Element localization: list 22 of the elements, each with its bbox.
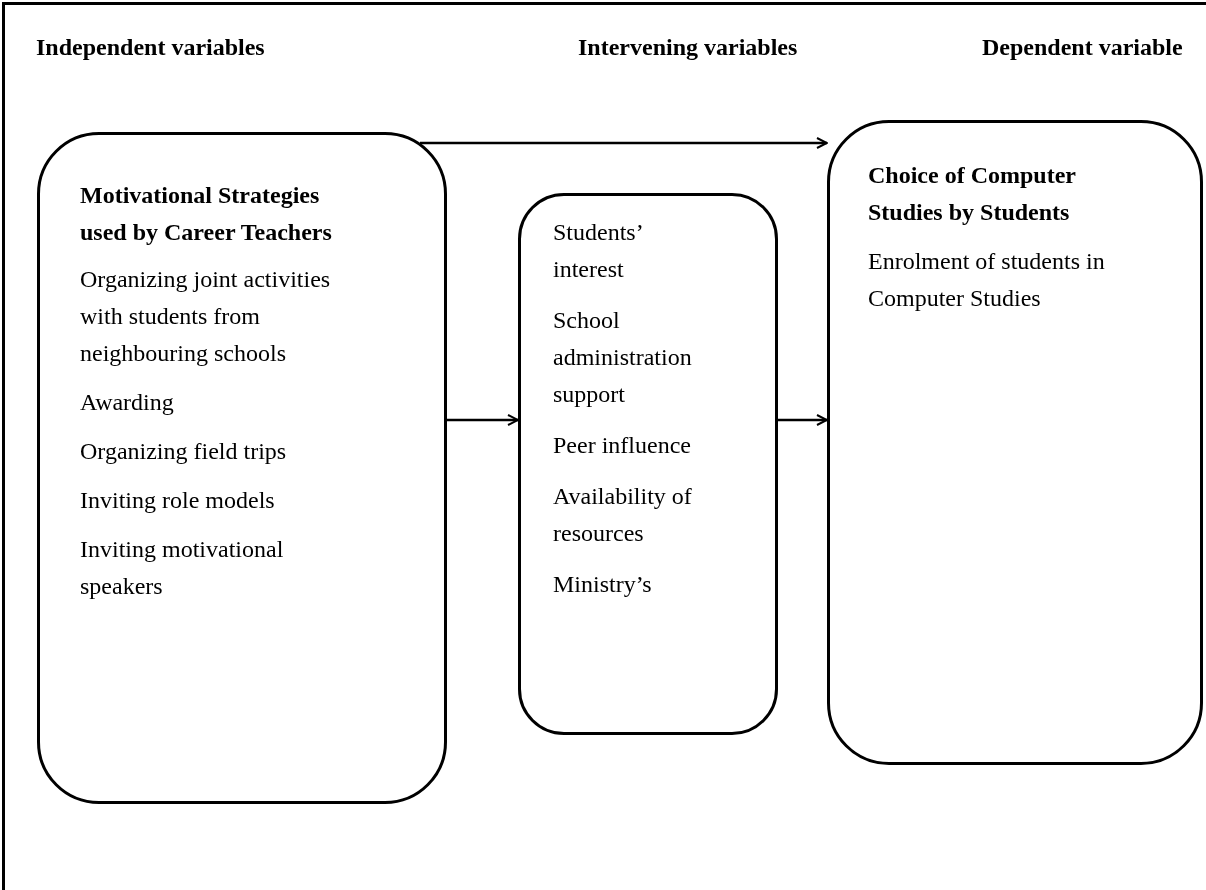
arrow	[447, 414, 519, 426]
rounded-box	[518, 193, 778, 735]
arrow	[420, 137, 828, 149]
column-heading: Independent variables	[36, 34, 265, 61]
box-text: Peer influence	[553, 431, 692, 460]
box-text: Availability of resources	[553, 482, 693, 548]
column-heading: Dependent variable	[982, 34, 1183, 61]
box-text: School administration support	[553, 306, 693, 409]
column-heading: Intervening variables	[578, 34, 798, 61]
box-heading: Choice of Computer Studies by Students	[868, 161, 1077, 227]
box-text: Inviting motivational speakers	[80, 535, 285, 601]
box-text: Organizing field trips	[80, 437, 288, 466]
box-text: Enrolment of students in Computer Studies	[868, 247, 1106, 313]
box-text: Students’ interest	[553, 218, 643, 284]
rounded-box	[37, 132, 447, 804]
box-text: Awarding	[80, 388, 175, 417]
rounded-box	[827, 120, 1203, 765]
box-text: Ministry’s	[553, 570, 653, 599]
box-heading: Motivational Strategies used by Career Teachers	[80, 181, 333, 247]
arrow	[778, 414, 828, 426]
box-text: Inviting role models	[80, 486, 276, 515]
box-text: Organizing joint activities with students from neighbouring schools	[80, 265, 332, 368]
